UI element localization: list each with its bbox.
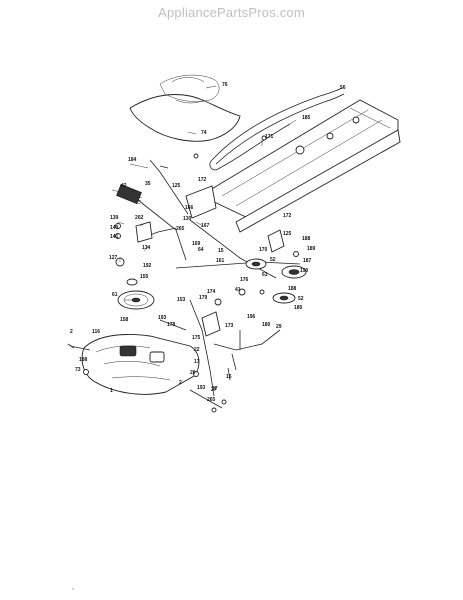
part-label[interactable]: 265 <box>207 397 216 403</box>
part-label[interactable]: 167 <box>201 223 210 229</box>
idler-pulleys <box>245 229 307 304</box>
part-label[interactable]: 153 <box>177 297 186 303</box>
part-label[interactable]: 41 <box>235 287 241 293</box>
part-label[interactable]: 188 <box>79 357 88 363</box>
part-label[interactable]: 193 <box>197 385 206 391</box>
part-label[interactable]: 176 <box>240 277 249 283</box>
part-label[interactable]: 202 <box>135 215 144 221</box>
part-label[interactable]: 185 <box>302 115 311 121</box>
part-label[interactable]: 1 <box>110 388 113 394</box>
part-label[interactable]: 179 <box>199 295 208 301</box>
part-label[interactable]: 27 <box>211 387 217 393</box>
frame-rail <box>209 99 401 233</box>
part-label[interactable]: 188 <box>288 286 297 292</box>
part-label[interactable]: 175 <box>192 335 201 341</box>
shift-rods <box>135 159 301 279</box>
part-label[interactable]: 187 <box>303 258 312 264</box>
part-label[interactable]: 155 <box>140 274 149 280</box>
part-label[interactable]: 26 <box>190 370 196 376</box>
fender-part <box>129 74 241 142</box>
leader-lines <box>111 85 297 301</box>
linkage-rod <box>159 299 281 397</box>
site-title: AppliancePartsPros.com <box>158 5 305 20</box>
part-label[interactable]: 127 <box>109 255 118 261</box>
part-label[interactable]: 184 <box>128 157 137 163</box>
part-label[interactable]: 2 <box>179 380 182 386</box>
part-label[interactable]: 61 <box>112 292 118 298</box>
part-label[interactable]: 174 <box>207 289 216 295</box>
part-label[interactable]: 74 <box>201 130 207 136</box>
footer-mark: e <box>72 586 75 591</box>
part-label[interactable]: 2 <box>70 329 73 335</box>
part-label[interactable]: 173 <box>225 323 234 329</box>
part-label[interactable]: 180 <box>294 305 303 311</box>
part-label[interactable]: 193 <box>158 315 167 321</box>
part-label[interactable]: 190 <box>300 268 309 274</box>
part-label[interactable]: 52 <box>298 296 304 302</box>
part-label[interactable]: 172 <box>198 177 207 183</box>
part-label[interactable]: 61 <box>262 272 268 278</box>
part-label[interactable]: 29 <box>276 324 282 330</box>
part-label[interactable]: 125 <box>172 183 181 189</box>
part-label[interactable]: 73 <box>75 367 81 373</box>
transaxle <box>67 334 223 409</box>
part-label[interactable]: 17 <box>194 359 200 365</box>
part-label[interactable]: 161 <box>216 258 225 264</box>
brake-pedal <box>116 183 187 261</box>
part-label[interactable]: 52 <box>270 257 276 263</box>
part-label[interactable]: 125 <box>283 231 292 237</box>
part-label[interactable]: 180 <box>262 322 271 328</box>
part-label[interactable]: 192 <box>143 263 152 269</box>
part-label[interactable]: 141 <box>110 234 119 240</box>
part-label[interactable]: 170 <box>259 247 268 253</box>
part-label[interactable]: 189 <box>307 246 316 252</box>
part-label[interactable]: 139 <box>110 215 119 221</box>
part-label[interactable]: 76 <box>222 82 228 88</box>
part-label[interactable]: 22 <box>194 347 200 353</box>
part-label[interactable]: 130 <box>183 216 192 222</box>
transmission-pulley <box>117 278 155 310</box>
part-label[interactable]: 37 <box>212 386 218 392</box>
part-label[interactable]: 116 <box>92 329 100 335</box>
part-label[interactable]: 172 <box>283 213 292 219</box>
part-label[interactable]: 42 <box>121 183 127 189</box>
part-label[interactable]: 35 <box>145 181 151 187</box>
part-label[interactable]: 15 <box>226 374 232 380</box>
part-label[interactable]: 166 <box>185 205 194 211</box>
part-label[interactable]: 188 <box>302 236 311 242</box>
part-label[interactable]: 171 <box>265 134 274 140</box>
part-label[interactable]: 64 <box>198 247 204 253</box>
part-label[interactable]: 169 <box>192 241 201 247</box>
part-label[interactable]: 56 <box>340 85 346 91</box>
drive-belt <box>209 87 345 171</box>
part-label[interactable]: 15 <box>218 248 224 254</box>
part-label[interactable]: 196 <box>247 314 256 320</box>
part-label[interactable]: 265 <box>176 226 185 232</box>
part-label[interactable]: 158 <box>120 317 129 323</box>
part-label[interactable]: 140 <box>110 225 119 231</box>
part-label[interactable]: 178 <box>167 322 176 328</box>
